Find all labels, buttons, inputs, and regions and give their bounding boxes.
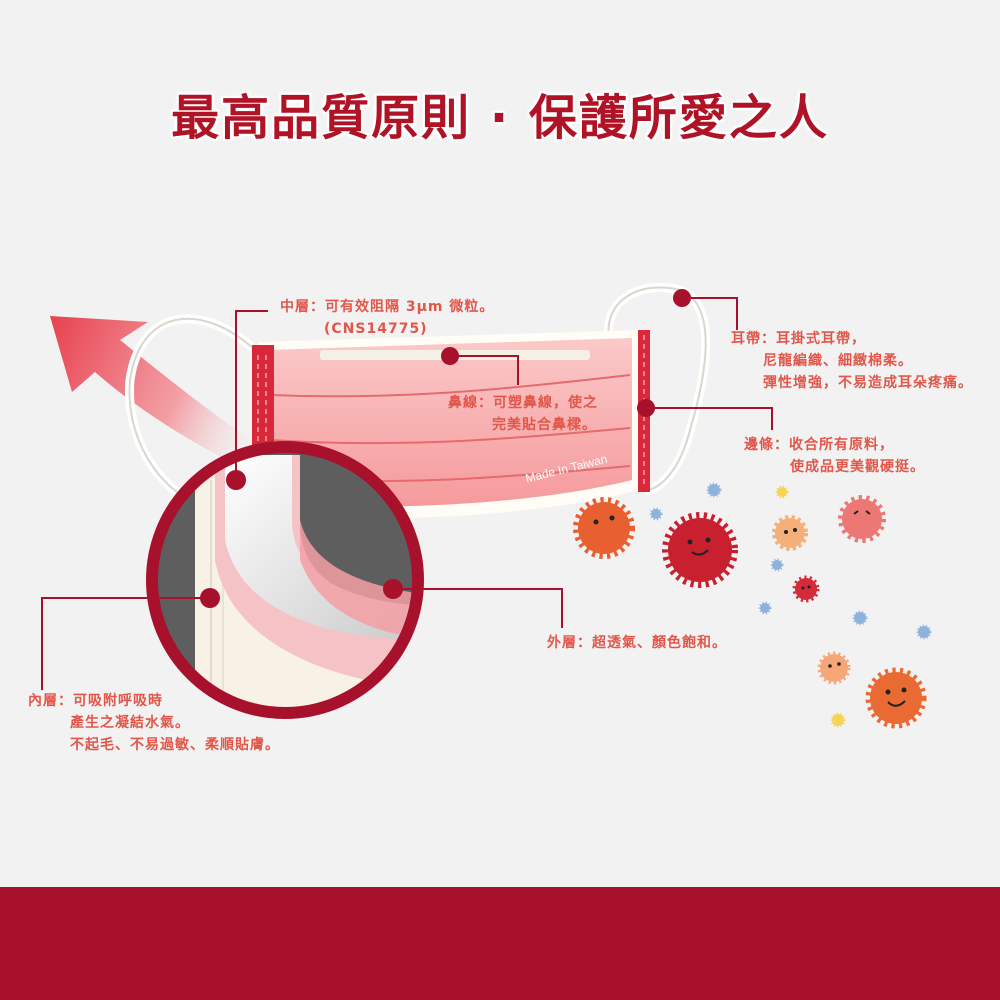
label-middle-layer-line2: (CNS14775) xyxy=(324,321,428,337)
germ-pink xyxy=(838,495,886,543)
label-middle-layer: 中層：可有效阻隔 3μm 微粒。 (CNS14775) xyxy=(280,296,494,340)
germ-yellow-dots xyxy=(775,485,846,728)
label-nose-wire-line1: 鼻線：可塑鼻線，使之 xyxy=(448,395,598,411)
label-edge-line1: 邊條：收合所有原料， xyxy=(744,437,894,453)
label-inner-layer-line1: 內層：可吸附呼吸時 xyxy=(28,693,163,709)
germ-peach xyxy=(772,515,808,551)
label-ear-loop-line1: 耳帶：耳掛式耳帶， xyxy=(731,331,866,347)
germ-blue-dots xyxy=(649,482,932,640)
label-ear-loop: 耳帶：耳掛式耳帶， 尼龍編織、細緻棉柔。 彈性增強，不易造成耳朵疼痛。 xyxy=(731,328,973,394)
airflow-arrow xyxy=(50,316,300,490)
label-middle-layer-line1: 中層：可有效阻隔 3μm 微粒。 xyxy=(280,299,495,315)
label-nose-wire-line2: 完美貼合鼻樑。 xyxy=(492,417,597,433)
germ-red-large xyxy=(662,512,738,588)
label-ear-loop-line3: 彈性增強，不易造成耳朵疼痛。 xyxy=(763,375,973,391)
germ-orange-large xyxy=(573,497,635,559)
germ-peach-small xyxy=(817,651,851,685)
footer-band xyxy=(0,887,1000,1000)
germ-orange-bottom xyxy=(865,667,927,729)
label-outer-layer: 外層：超透氣、顏色飽和。 xyxy=(547,632,727,654)
label-edge-line2: 使成品更美觀硬挺。 xyxy=(790,459,925,475)
connector-lines xyxy=(41,297,773,690)
label-inner-layer-line3: 不起毛、不易過敏、柔順貼膚。 xyxy=(70,737,280,753)
layer-zoom-circle xyxy=(146,441,424,719)
label-outer-layer-line1: 外層：超透氣、顏色飽和。 xyxy=(547,635,727,651)
label-inner-layer-line2: 產生之凝結水氣。 xyxy=(70,715,190,731)
germ-cluster xyxy=(573,482,932,729)
germ-red-small xyxy=(792,575,820,603)
label-nose-wire: 鼻線：可塑鼻線，使之 完美貼合鼻樑。 xyxy=(448,392,598,436)
label-edge: 邊條：收合所有原料， 使成品更美觀硬挺。 xyxy=(744,434,925,478)
page-title: 最高品質原則 · 保護所愛之人 xyxy=(171,90,829,146)
label-ear-loop-line2: 尼龍編織、細緻棉柔。 xyxy=(763,353,913,369)
connector-dots xyxy=(200,289,691,608)
label-inner-layer: 內層：可吸附呼吸時 產生之凝結水氣。 不起毛、不易過敏、柔順貼膚。 xyxy=(28,690,280,756)
